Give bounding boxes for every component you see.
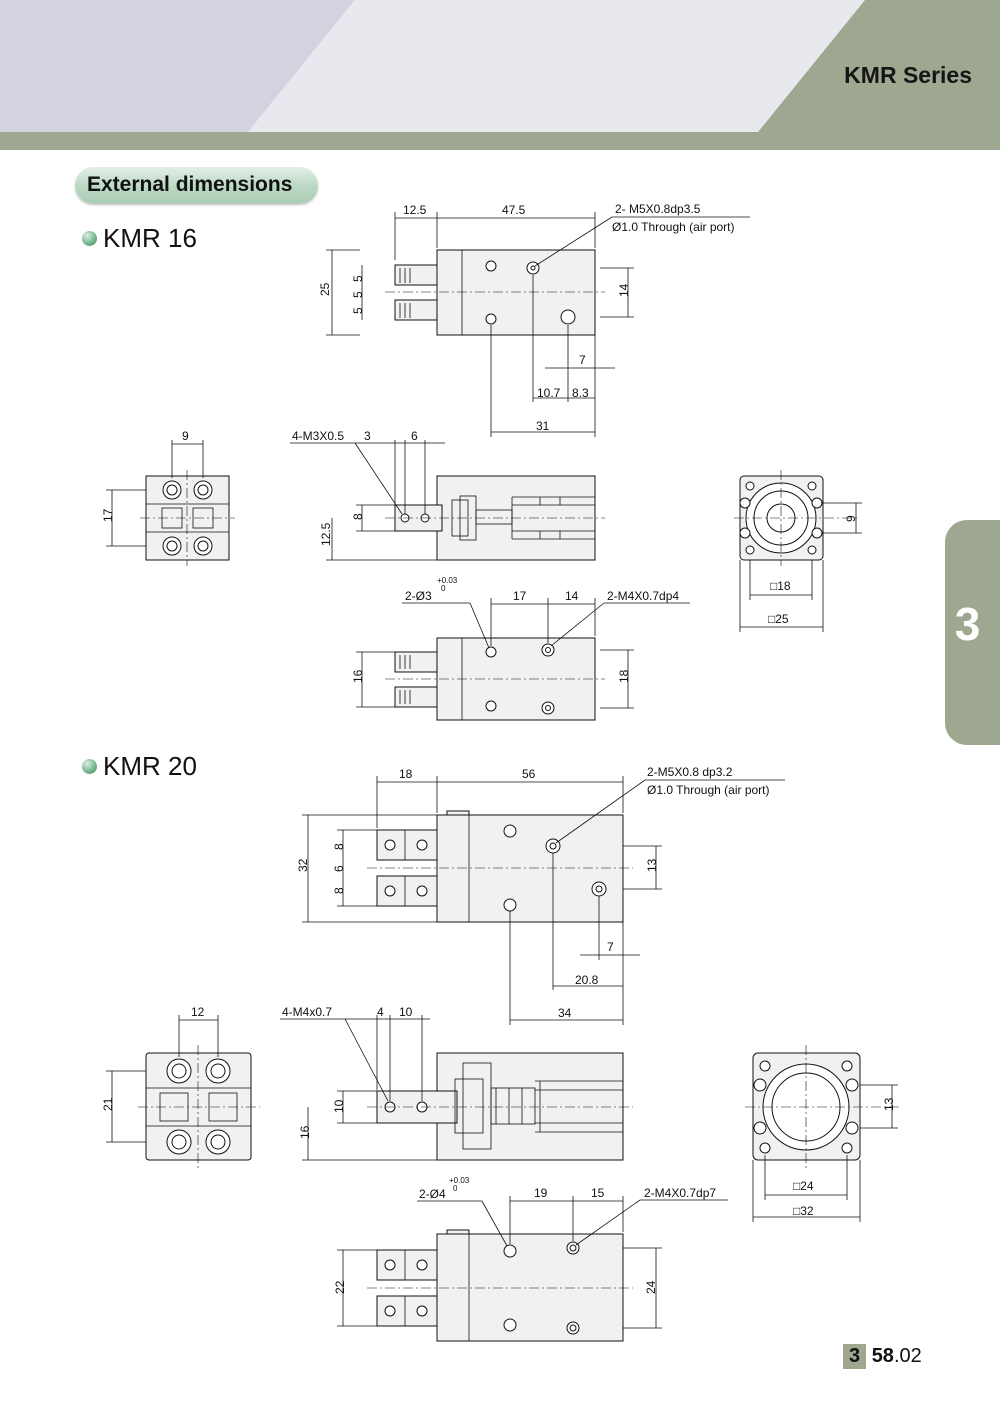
tolerance-text: +0.03 [449,1176,470,1185]
dim-text: 14 [617,283,631,297]
dim-text: 24 [644,1280,658,1294]
bullet-icon [82,230,97,246]
chapter-tab-number: 3 [954,598,981,650]
dim-text: 8 [332,843,346,850]
dim-text: 5 [351,275,365,282]
dim-text: 15 [591,1186,605,1200]
callout-text: Ø1.0 Through (air port) [612,220,735,234]
section-title-pill: External dimensions [75,167,318,203]
dim-text: □18 [770,579,791,593]
dim-text: 21 [101,1097,115,1111]
dim-text: □25 [768,612,789,626]
dim-text: 7 [579,353,586,367]
bullet-icon [82,758,97,774]
dim-text: 20.8 [575,973,599,987]
dim-text: 7 [607,940,614,954]
dim-text: 47.5 [502,203,526,217]
page-number-chapter: 3 [843,1344,867,1369]
kmr20-side-view: 4-M4x0.7 4 10 10 16 [280,1005,633,1161]
dim-text: 8 [351,513,365,520]
header-graphic [0,0,1000,150]
dim-text: □32 [793,1204,814,1218]
dim-text: 32 [296,858,310,872]
page-header: KMR Series [0,0,1000,150]
dim-text: 3 [364,429,371,443]
dim-text: □24 [793,1179,814,1193]
model-title-kmr20: KMR 20 [82,751,197,782]
dim-text: 56 [522,767,536,781]
dim-text: 17 [513,589,527,603]
kmr16-bottom-view: 2-Ø3 +0.03 0 17 14 2-M4X0.7dp4 16 18 [351,576,690,721]
series-title: KMR Series [844,62,972,88]
dim-text: 34 [558,1006,572,1020]
dim-text: 31 [536,419,550,433]
dim-text: 5 [351,307,365,314]
callout-text: 2-M4X0.7dp4 [607,589,679,603]
section-title: External dimensions [87,173,293,196]
dim-text: 14 [565,589,579,603]
dim-text: 13 [645,858,659,872]
kmr20-front-view: 12 21 [101,1005,260,1168]
kmr20-end-view: 13 □24 □32 [745,1045,900,1222]
callout-text: 4-M4x0.7 [282,1005,332,1019]
callout-text: 2-M4X0.7dp7 [644,1186,716,1200]
dim-text: 9 [844,515,858,522]
dim-text: 16 [298,1125,312,1139]
callout-text: 2-M5X0.8 dp3.2 [647,765,733,779]
tolerance-text: 0 [453,1184,458,1193]
kmr16-end-view: 9 □18 □25 [734,470,862,632]
dim-text: 10.7 [537,386,561,400]
dim-text: 18 [617,669,631,683]
page-number: 3 58.02 [843,1344,922,1369]
page-number-main: 58 [871,1345,894,1367]
dim-text: 12.5 [319,522,333,546]
model-title-kmr16: KMR 16 [82,223,197,254]
callout-text: 4-M3X0.5 [292,429,344,443]
dim-text: 5 [351,291,365,298]
dim-text: 10 [399,1005,413,1019]
dim-text: 8 [332,887,346,894]
kmr16-top-view: 12.5 47.5 2- M5X0.8dp3.5 Ø1.0 Through (a… [318,202,750,437]
callout-text: Ø1.0 Through (air port) [647,783,770,797]
dim-text: 9 [182,429,189,443]
dim-text: 22 [333,1280,347,1294]
dim-text: 4 [377,1005,384,1019]
dim-text: 6 [411,429,418,443]
tolerance-text: +0.03 [437,576,458,585]
kmr16-front-view: 9 17 [101,429,235,566]
chapter-tab: 3 [945,520,1000,745]
model-title-text: KMR 16 [103,223,197,253]
callout-text: 2-Ø3 [405,589,432,603]
dim-text: 19 [534,1186,548,1200]
page-number-sub: .02 [893,1345,922,1367]
dim-text: 10 [332,1099,346,1113]
dim-text: 6 [332,865,346,872]
dim-text: 12.5 [403,203,427,217]
kmr20-bottom-view: 2-Ø4 +0.03 0 19 15 2-M4X0.7dp7 22 24 [333,1176,728,1342]
tolerance-text: 0 [441,584,446,593]
dim-text: 13 [882,1097,896,1111]
model-title-text: KMR 20 [103,751,197,781]
dim-text: 12 [191,1005,205,1019]
dim-text: 18 [399,767,413,781]
dim-text: 17 [101,508,115,522]
dim-text: 16 [351,669,365,683]
dim-text: 25 [318,282,332,296]
kmr20-top-view: 18 56 2-M5X0.8 dp3.2 Ø1.0 Through (air p… [296,765,785,1025]
callout-text: 2-Ø4 [419,1187,446,1201]
dim-text: 8.3 [572,386,589,400]
kmr16-side-view: 4-M3X0.5 3 6 8 12.5 [290,429,605,561]
callout-text: 2- M5X0.8dp3.5 [615,202,701,216]
